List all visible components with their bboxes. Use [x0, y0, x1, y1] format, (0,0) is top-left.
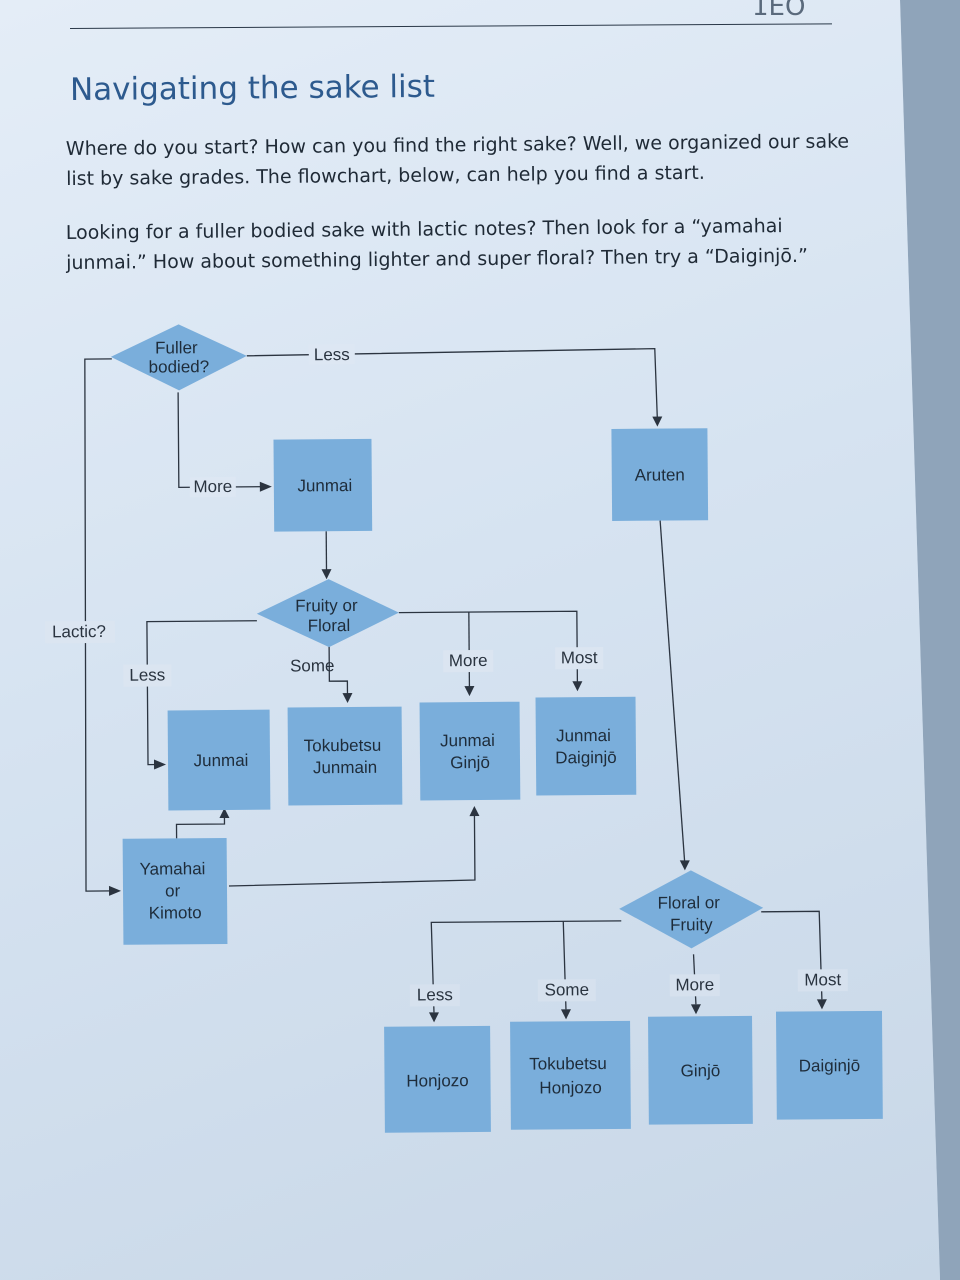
edge-label-more-mid: More: [449, 651, 488, 670]
label-bg: [443, 649, 494, 673]
arrow-to-aruten: [652, 416, 663, 427]
label-bg: [555, 647, 604, 670]
label-bg: [189, 476, 236, 498]
edge-label-some-mid: Some: [290, 656, 335, 675]
arrow-to-junmai: [153, 759, 167, 770]
connector-less-to-aruten: [246, 347, 658, 419]
node-floral-or-fruity: [619, 870, 764, 949]
edge-label-lactic: Lactic?: [52, 622, 106, 641]
edge-label-most-mid: Most: [561, 648, 598, 667]
arrow-to-tokubetsu-honjozo: [560, 1009, 571, 1020]
connector-left-bottom: [430, 920, 622, 1013]
nodes: Fuller bodied? Junmai Aruten Fruity or F…: [110, 324, 883, 1133]
node-yamahai-kimoto: [122, 837, 228, 945]
edge-label-more-top: More: [193, 477, 232, 496]
node-daiginjo: [775, 1010, 883, 1120]
page-mark: 1ĔŌ: [752, 0, 806, 22]
node-tokubetsu-junmain: [287, 706, 403, 806]
node-tokubetsu-honjozo: [510, 1020, 631, 1130]
arrow-to-junmai-ginjo: [464, 686, 475, 697]
node-yamahai-kimoto-label: Yamahai or Kimoto: [139, 859, 210, 923]
connector-more-to-junmai: [177, 392, 268, 489]
edge-label-less-mid: Less: [129, 665, 165, 684]
node-junmai-top-label: Junmai: [297, 476, 352, 495]
node-honjozo-label: Honjozo: [406, 1071, 469, 1090]
node-junmai-ginjo-label: Junmai Ginjō: [440, 731, 500, 772]
arrow-to-tokubetsu-junmain: [342, 692, 353, 704]
node-ginjo: [648, 1015, 753, 1125]
node-junmai-ginjo: [419, 701, 521, 801]
arrow-to-honjozo: [428, 1012, 439, 1023]
label-bg: [308, 343, 355, 365]
arrowheads: [108, 416, 827, 1023]
node-honjozo: [384, 1025, 491, 1133]
label-bg: [537, 979, 596, 1002]
node-daiginjo-label: Daiginjō: [799, 1056, 861, 1075]
arrow-to-junmai-daiginjo: [572, 681, 583, 692]
connector-right-branch: [398, 610, 579, 684]
arrow-to-floral: [679, 860, 690, 871]
node-junmai-daiginjo-label: Junmai Daiginjō: [555, 726, 617, 767]
node-fuller-bodied-label: Fuller bodied?: [148, 338, 209, 376]
arrow-to-ginjo: [690, 1004, 701, 1015]
arrow-to-fruity: [321, 569, 332, 580]
arrow-to-junmai-top: [259, 481, 272, 492]
node-junmai-label: Junmai: [194, 751, 249, 770]
label-bg: [797, 969, 848, 992]
node-fruity-or-floral: [256, 579, 399, 648]
node-aruten-label: Aruten: [635, 465, 685, 484]
label-bg: [669, 974, 720, 997]
connector-yamahai-to-ginjo: [228, 812, 476, 887]
edge-labels: Less More Lactic? Less Some More Most Le…: [44, 343, 848, 1007]
connector-aruten-down: [659, 520, 686, 865]
node-junmai-top: [273, 438, 373, 532]
arrow-up-to-junmai-ginjo: [469, 806, 480, 817]
connector-yamahai-to-junmai: [175, 814, 226, 839]
edge-label-most-bottom: Most: [804, 970, 841, 989]
node-tokubetsu-junmain-label: Tokubetsu Junmain: [304, 736, 387, 778]
edge-label-some-bottom: Some: [545, 980, 590, 999]
label-bg: [44, 620, 116, 644]
node-fuller-bodied: [110, 324, 247, 391]
node-tokubetsu-honjozo-label: Tokubetsu Honjozo: [529, 1054, 612, 1098]
arrow-up-to-junmai: [219, 808, 230, 819]
arrow-to-yamahai: [108, 885, 122, 896]
node-fruity-or-floral-label: Fruity or Floral: [295, 596, 362, 636]
label-bg: [123, 664, 172, 687]
arrow-to-daiginjo: [816, 999, 827, 1010]
label-bg: [409, 984, 460, 1007]
node-aruten: [611, 428, 709, 521]
edge-label-more-bottom: More: [675, 975, 714, 994]
edge-label-less-bottom: Less: [417, 985, 453, 1004]
node-junmai-daiginjo: [535, 696, 637, 796]
node-floral-or-fruity-label: Floral or Fruity: [658, 893, 725, 935]
connector-some: [328, 645, 349, 698]
node-ginjo-label: Ginjō: [681, 1061, 721, 1080]
node-junmai: [167, 709, 271, 811]
edge-label-less-top: Less: [314, 345, 350, 364]
